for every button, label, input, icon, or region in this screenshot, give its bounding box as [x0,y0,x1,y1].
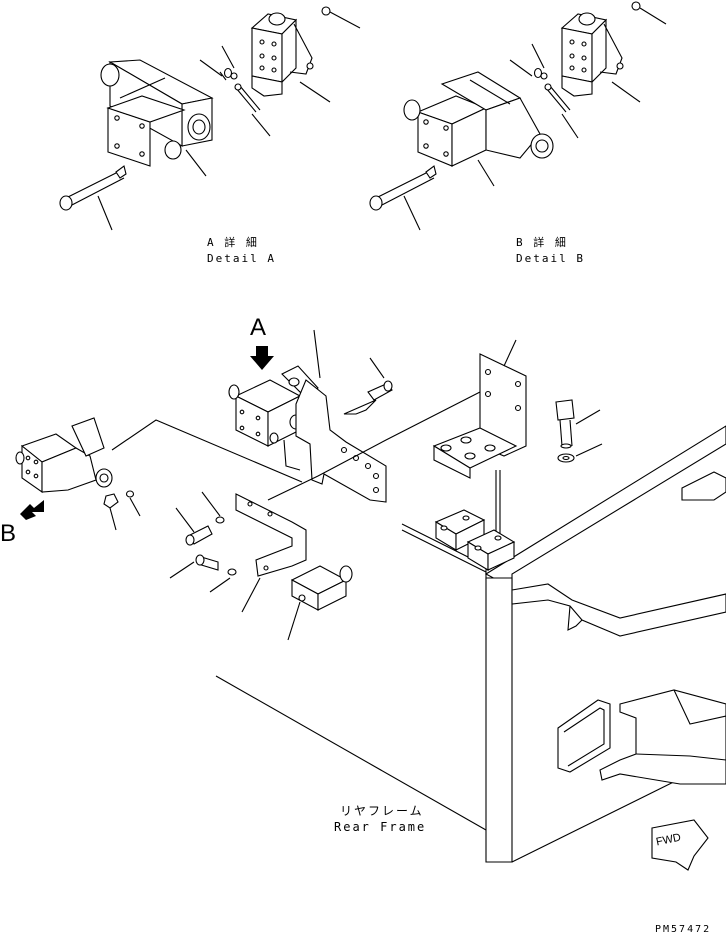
detail-a-label-jp: A 詳 細 [207,236,259,249]
detail-a-valve-block [250,12,314,97]
detail-a-small-parts [219,6,331,113]
detail-b-assembly [369,1,667,231]
detail-a-assembly [59,6,361,231]
detail-b-label-jp: B 詳 細 [516,236,568,249]
detail-b-label-en: Detail B [516,252,585,265]
rear-frame [215,425,726,863]
view-a-label: A [250,314,267,341]
detail-b-leader-lines [403,7,667,231]
view-a-arrow [250,346,274,370]
assembly-lines [111,391,501,536]
valve-bracket [283,329,387,503]
detail-b-small-parts [533,1,641,113]
detail-b-solenoid-valve [403,71,554,167]
plate-bolt [555,399,603,463]
rear-frame-label-jp: リヤフレーム [340,804,424,818]
mounting-plate [432,339,527,479]
detail-a-solenoid-valve [100,59,214,167]
l-bracket [235,493,307,577]
view-b-arrow [20,500,44,520]
detail-a-label-en: Detail A [207,252,276,265]
detail-b-valve-block [560,12,624,97]
view-b-label: B [0,520,17,547]
detail-a-mounting-bolt [59,165,127,211]
rear-frame-label-en: Rear Frame [334,820,427,834]
drawing-number: PM57472 [655,924,712,935]
bracket-bolt-a [343,357,393,415]
detail-a-leader-lines [97,11,361,231]
fwd-arrow-icon [651,819,709,871]
small-valve-block [287,565,353,641]
solenoid-valve-b [15,417,141,531]
detail-b-mounting-bolt [369,165,437,211]
l-bracket-bolts [169,491,261,613]
